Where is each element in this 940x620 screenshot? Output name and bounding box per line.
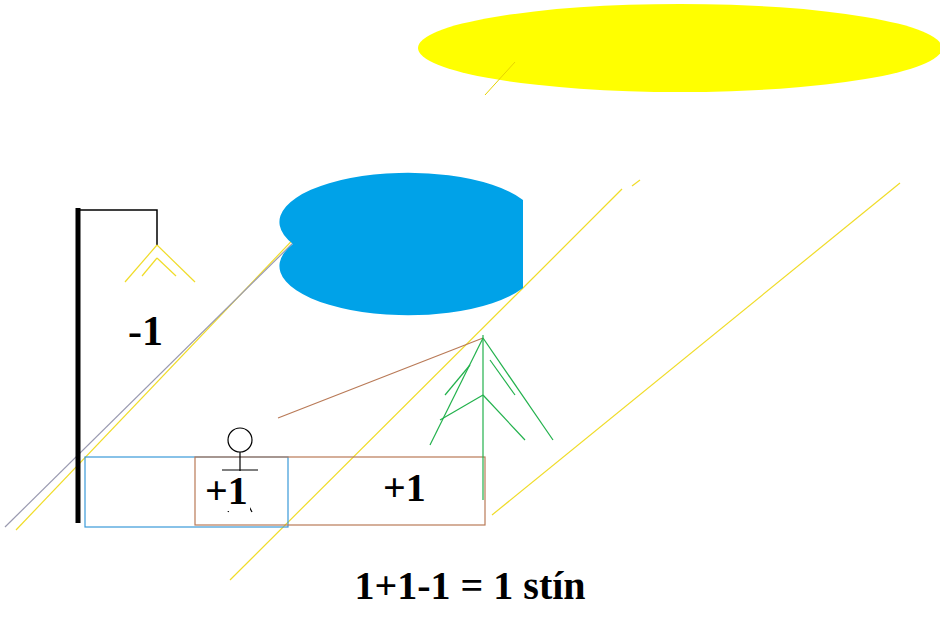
street-lamp	[78, 208, 195, 523]
tree	[430, 335, 553, 500]
shadow-count: -1	[128, 310, 163, 352]
shadow-box	[195, 457, 485, 525]
shadow-count: +1	[383, 468, 426, 508]
cloud	[279, 173, 523, 315]
sun-ray	[485, 62, 515, 95]
sight-line	[278, 338, 483, 418]
shadow-box	[85, 457, 288, 527]
shadow-line	[5, 240, 296, 527]
sun	[418, 4, 940, 92]
caption: 1+1-1 = 1 stín	[354, 566, 585, 606]
shadow-count: +1	[203, 471, 250, 511]
